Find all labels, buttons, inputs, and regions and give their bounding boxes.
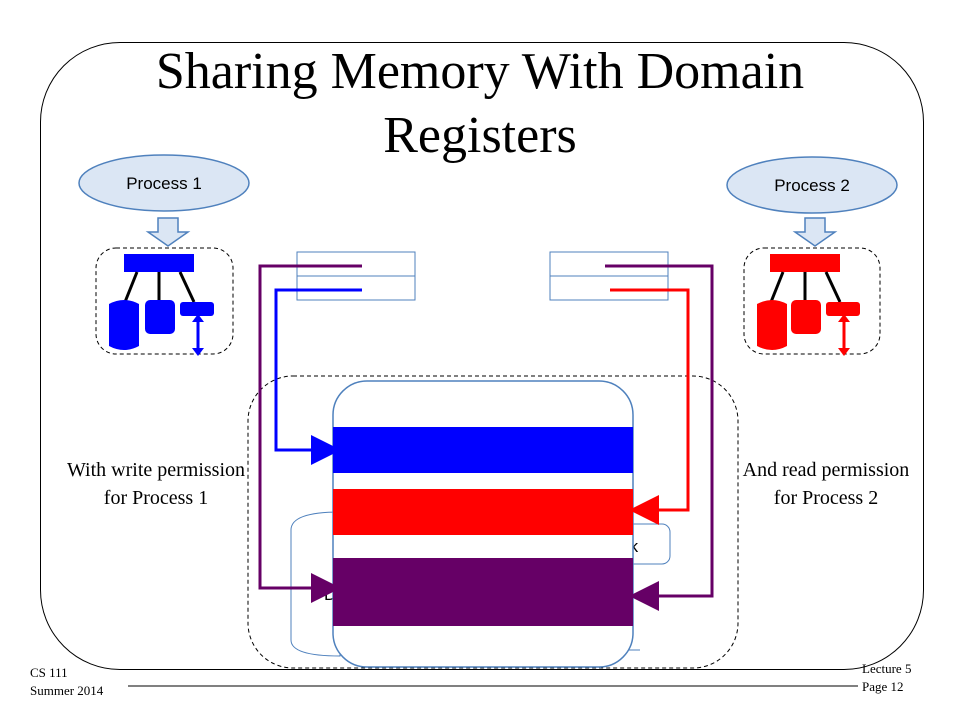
footer-lecture: Lecture 5 Page 12: [862, 660, 932, 696]
right-note: And read permission for Process 2: [742, 459, 910, 509]
process1-segment: [333, 427, 633, 473]
process2-node: Process 2: [726, 156, 898, 214]
footer-course-line2: Summer 2014: [30, 683, 104, 698]
process1-memory-boundary: [95, 247, 234, 355]
footer-course-line1: CS 111: [30, 665, 68, 680]
process2-label: Process 2: [774, 176, 850, 195]
left-note: With write permission for Process 1: [66, 459, 246, 509]
process2-private-pointer: [610, 288, 690, 525]
process2-domain-registers: [549, 251, 669, 301]
shared-memory-boundary: [247, 375, 739, 669]
process1-structure-icon: [109, 254, 214, 356]
process1-label: Process 1: [126, 174, 202, 193]
footer-lecture-line1: Lecture 5: [862, 661, 912, 676]
shared-segment: [333, 558, 633, 626]
process2-structure-icon: [757, 254, 860, 356]
process1-down-arrow-icon: [145, 217, 191, 247]
process1-shared-pointer: [258, 264, 362, 603]
physical-memory-block: [332, 380, 634, 668]
footer-page-number: Page 12: [862, 679, 904, 694]
process2-down-arrow-icon: [792, 217, 838, 247]
slide-title: Sharing Memory With Domain Registers: [155, 43, 805, 164]
footer-course: CS 111 Summer 2014: [30, 664, 103, 700]
process1-node: Process 1: [78, 154, 250, 212]
process2-shared-pointer: [605, 264, 714, 611]
process1-domain-registers: [296, 251, 416, 301]
process2-segment: [333, 489, 633, 535]
process1-private-pointer: [274, 288, 362, 465]
